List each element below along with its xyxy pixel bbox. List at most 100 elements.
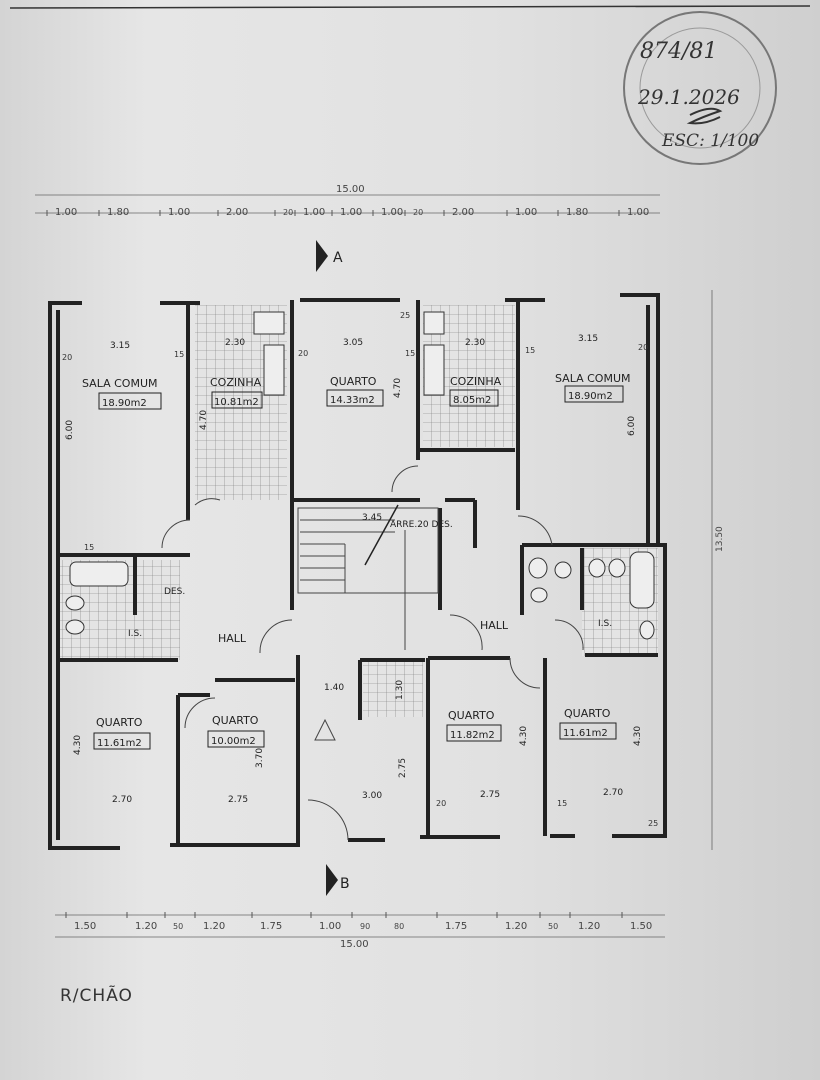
- approval-stamp: 874/81 29.1.2026 ESC: 1/100: [623, 11, 777, 165]
- wall-mark: 20: [638, 343, 648, 352]
- bottom-dim-segment: 50: [173, 922, 183, 931]
- wall-mark: 15: [84, 543, 94, 552]
- top-dim-segment: 20: [283, 208, 293, 217]
- area-sala-left: 18.90m2: [102, 398, 147, 409]
- top-dim-segment: 1.00: [303, 207, 325, 218]
- wall-mark: 20: [298, 349, 308, 358]
- label-arrecadacao: ARRE.20 DES.: [390, 520, 453, 530]
- dim-sala-left-w: 3.15: [110, 341, 130, 351]
- room-sala-right: SALA COMUM: [555, 372, 631, 385]
- bottom-dim-segment: 90: [360, 922, 370, 931]
- dim-quarto-br-h: 4.30: [633, 726, 643, 746]
- sheet-border: [9, 5, 811, 9]
- wall-mark: 15: [557, 799, 567, 808]
- dim-side-total: 13.50: [715, 526, 725, 552]
- wall-mark: 25: [400, 311, 410, 320]
- top-dimensions: 15.00 1.00 1.80 1.00 2.00 20 1.00 1.00 1.00 20 2.…: [35, 184, 660, 218]
- top-dim-segment: 1.00: [627, 207, 649, 218]
- room-labels: SALA COMUM 18.90m2 3.15 6.00 COZINHA 10.…: [65, 334, 643, 805]
- dim-quarto-bmr-h: 4.30: [519, 726, 529, 746]
- section-a-label: A: [333, 250, 343, 266]
- dim-cozinha-left-h: 4.70: [199, 410, 209, 430]
- dim-entry: 3.00: [362, 791, 382, 801]
- dim-total-bottom: 15.00: [340, 939, 369, 950]
- label-hall-right: HALL: [480, 619, 509, 632]
- section-mark-b: B: [326, 864, 350, 896]
- bottom-dim-segment: 1.50: [74, 921, 96, 932]
- bottom-dim-segment: 1.20: [505, 921, 527, 932]
- bottom-dim-segment: 1.50: [630, 921, 652, 932]
- dim-cozinha-right-w: 2.30: [465, 338, 485, 348]
- top-dim-segment: 2.00: [452, 207, 474, 218]
- dim-quarto-bml-w: 2.75: [228, 795, 248, 805]
- area-cozinha-left: 10.81m2: [214, 397, 259, 408]
- top-dim-segment: 2.00: [226, 207, 248, 218]
- top-dim-segment: 20: [413, 208, 423, 217]
- bottom-dim-segment: 1.00: [319, 921, 341, 932]
- dim-sala-right-w: 3.15: [578, 334, 598, 344]
- wall-mark: 25: [648, 819, 658, 828]
- dim-sala-left-h: 6.00: [65, 420, 75, 440]
- room-cozinha-right: COZINHA: [450, 375, 502, 388]
- label-hall-left: HALL: [218, 632, 247, 645]
- bottom-dim-segment: 1.75: [260, 921, 282, 932]
- top-dim-segment: 1.00: [168, 207, 190, 218]
- stamp-scale: ESC: 1/100: [661, 131, 759, 151]
- dim-total-top: 15.00: [336, 184, 365, 195]
- stamp-signature: [686, 107, 723, 125]
- label-ls-right: I.S.: [598, 619, 612, 629]
- area-quarto-bml: 10.00m2: [211, 736, 256, 747]
- dim-quarto-bl-w: 2.70: [112, 795, 132, 805]
- top-dim-segment: 1.00: [381, 207, 403, 218]
- top-dim-segment: 1.80: [566, 207, 588, 218]
- bottom-dim-segment: 1.75: [445, 921, 467, 932]
- area-cozinha-right: 8.05m2: [453, 395, 491, 406]
- top-dim-segment: 1.00: [55, 207, 77, 218]
- wall-mark: 15: [405, 349, 415, 358]
- dim-quarto-center-w: 3.05: [343, 338, 363, 348]
- bottom-dim-segment: 50: [548, 922, 558, 931]
- room-sala-left: SALA COMUM: [82, 377, 158, 390]
- section-mark-a: A: [316, 240, 343, 272]
- bath-fixtures: [65, 311, 655, 640]
- wall-thickness-marks: 20 15 25 15 20 15 20 15 20 15 25: [62, 311, 658, 828]
- top-dim-segment: 1.80: [107, 207, 129, 218]
- wall-mark: 15: [174, 350, 184, 359]
- dim-stair: 3.45: [362, 513, 382, 523]
- room-quarto-br: QUARTO: [564, 707, 611, 720]
- dim-lift: 2.75: [398, 758, 408, 778]
- dim-quarto-br-w: 2.70: [603, 788, 623, 798]
- wall-mark: 15: [525, 346, 535, 355]
- area-quarto-bmr: 11.82m2: [450, 730, 495, 741]
- wall-mark: 20: [436, 799, 446, 808]
- top-dim-segment: 1.00: [340, 207, 362, 218]
- bottom-dim-segment: 1.20: [578, 921, 600, 932]
- dim-quarto-bmr-w: 2.75: [480, 790, 500, 800]
- bottom-dim-segment: 1.20: [203, 921, 225, 932]
- room-quarto-center: QUARTO: [330, 375, 377, 388]
- wall-mark: 20: [62, 353, 72, 362]
- top-dim-segment: 1.00: [515, 207, 537, 218]
- dim-quarto-bml-h: 3.70: [255, 748, 265, 768]
- dim-duct: 1.30: [395, 680, 405, 700]
- area-quarto-center: 14.33m2: [330, 395, 375, 406]
- side-dimension: 13.50: [711, 290, 725, 850]
- area-sala-right: 18.90m2: [568, 391, 613, 402]
- room-quarto-bml: QUARTO: [212, 714, 259, 727]
- area-quarto-bl: 11.61m2: [97, 738, 142, 749]
- label-des: DES.: [164, 587, 185, 597]
- kitchen-left-tiles: [195, 305, 287, 500]
- walls: [48, 293, 667, 850]
- dim-quarto-center-h: 4.70: [393, 378, 403, 398]
- staircase: [297, 504, 439, 650]
- dim-quarto-bl-h: 4.30: [73, 735, 83, 755]
- duct-tiles: [363, 662, 423, 717]
- stamp-number: 874/81: [640, 39, 717, 64]
- room-cozinha-left: COZINHA: [210, 376, 262, 389]
- door-swings: [161, 465, 584, 841]
- dim-cozinha-left-w: 2.30: [225, 338, 245, 348]
- room-quarto-bl: QUARTO: [96, 716, 143, 729]
